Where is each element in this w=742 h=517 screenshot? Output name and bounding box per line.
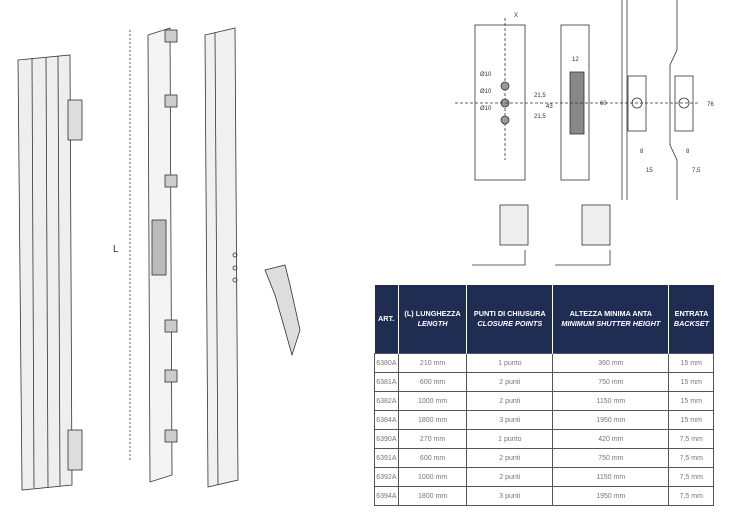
table-cell: 600 mm [397, 448, 468, 468]
table-cell: 1800 mm [397, 410, 468, 430]
table-cell: 420 mm [552, 429, 670, 449]
table-cell: 1000 mm [397, 391, 468, 411]
keeper-detail-drawing: 8 8 15 7,5 76 [621, 0, 714, 200]
length-label: L [113, 244, 119, 255]
svg-text:76: 76 [707, 102, 714, 108]
table-cell: 600 mm [397, 372, 468, 392]
header-it: ENTRATA [674, 309, 709, 318]
hole-detail-drawing: X Ø10 Ø10 Ø10 21,5 21,5 43 [474, 13, 553, 181]
svg-text:8: 8 [640, 149, 644, 155]
table-cell: 1000 mm [397, 467, 468, 487]
header-it: PUNTI DI CHIUSURA [473, 309, 546, 318]
svg-text:15: 15 [646, 168, 653, 174]
table-cell: 750 mm [552, 372, 670, 392]
svg-text:8: 8 [686, 149, 690, 155]
table-cell: 1 punto [466, 429, 554, 449]
table-cell: 210 mm [397, 353, 468, 373]
profile-drawing [17, 54, 83, 491]
table-cell: 6394A [374, 486, 399, 506]
section-views [472, 204, 611, 266]
handle-drawing [264, 264, 301, 357]
header-it: ART. [378, 314, 395, 323]
table-cell: 1150 mm [552, 467, 670, 487]
table-cell: 7,5 mm [668, 448, 714, 468]
svg-text:7,5: 7,5 [692, 168, 701, 174]
table-cell: 15 mm [668, 353, 714, 373]
header-en: MINIMUM SHUTTER HEIGHT [561, 319, 661, 328]
header-it: (L) LUNGHEZZA [404, 309, 461, 318]
table-cell: 2 punti [466, 391, 554, 411]
table-cell: 2 punti [466, 372, 554, 392]
table-cell: 6382A [374, 391, 399, 411]
slot-detail-drawing: 12 60 [455, 24, 700, 181]
svg-text:21,5: 21,5 [534, 93, 546, 99]
table-cell: 7,5 mm [668, 429, 714, 449]
table-cell: 6391A [374, 448, 399, 468]
svg-text:Ø10: Ø10 [480, 106, 492, 112]
table-cell: 3 punti [466, 410, 554, 430]
svg-text:21,5: 21,5 [534, 114, 546, 120]
svg-text:X: X [514, 13, 518, 19]
header-en: CLOSURE POINTS [477, 319, 543, 328]
table-cell: 1150 mm [552, 391, 670, 411]
table-cell: 1800 mm [397, 486, 468, 506]
table-cell: 6384A [374, 410, 399, 430]
table-cell: 750 mm [552, 448, 670, 468]
table-cell: 6390A [374, 429, 399, 449]
espagnolette-bar-drawing [147, 27, 178, 483]
svg-text:12: 12 [572, 57, 579, 63]
table-cell: 6392A [374, 467, 399, 487]
table-cell: 1 punto [466, 353, 554, 373]
table-cell: 3 punti [466, 486, 554, 506]
table-cell: 2 punti [466, 467, 554, 487]
header-en: LENGTH [417, 319, 448, 328]
svg-text:60: 60 [600, 101, 607, 107]
table-cell: 2 punti [466, 448, 554, 468]
svg-text:43: 43 [546, 104, 553, 110]
frame-profile-drawing [204, 27, 239, 488]
header-en: BACKSET [673, 319, 710, 328]
svg-text:Ø10: Ø10 [480, 72, 492, 78]
table-cell: 1950 mm [552, 410, 670, 430]
table-cell: 7,5 mm [668, 486, 714, 506]
table-cell: 360 mm [552, 353, 670, 373]
table-cell: 6381A [374, 372, 399, 392]
table-cell: 6380A [374, 353, 399, 373]
column-header: ART. [374, 285, 399, 354]
table-cell: 270 mm [397, 429, 468, 449]
svg-text:Ø10: Ø10 [480, 89, 492, 95]
table-cell: 7,5 mm [668, 467, 714, 487]
table-cell: 1950 mm [552, 486, 670, 506]
table-cell: 15 mm [668, 391, 714, 411]
header-it: ALTEZZA MINIMA ANTA [569, 309, 653, 318]
table-cell: 15 mm [668, 372, 714, 392]
table-cell: 15 mm [668, 410, 714, 430]
